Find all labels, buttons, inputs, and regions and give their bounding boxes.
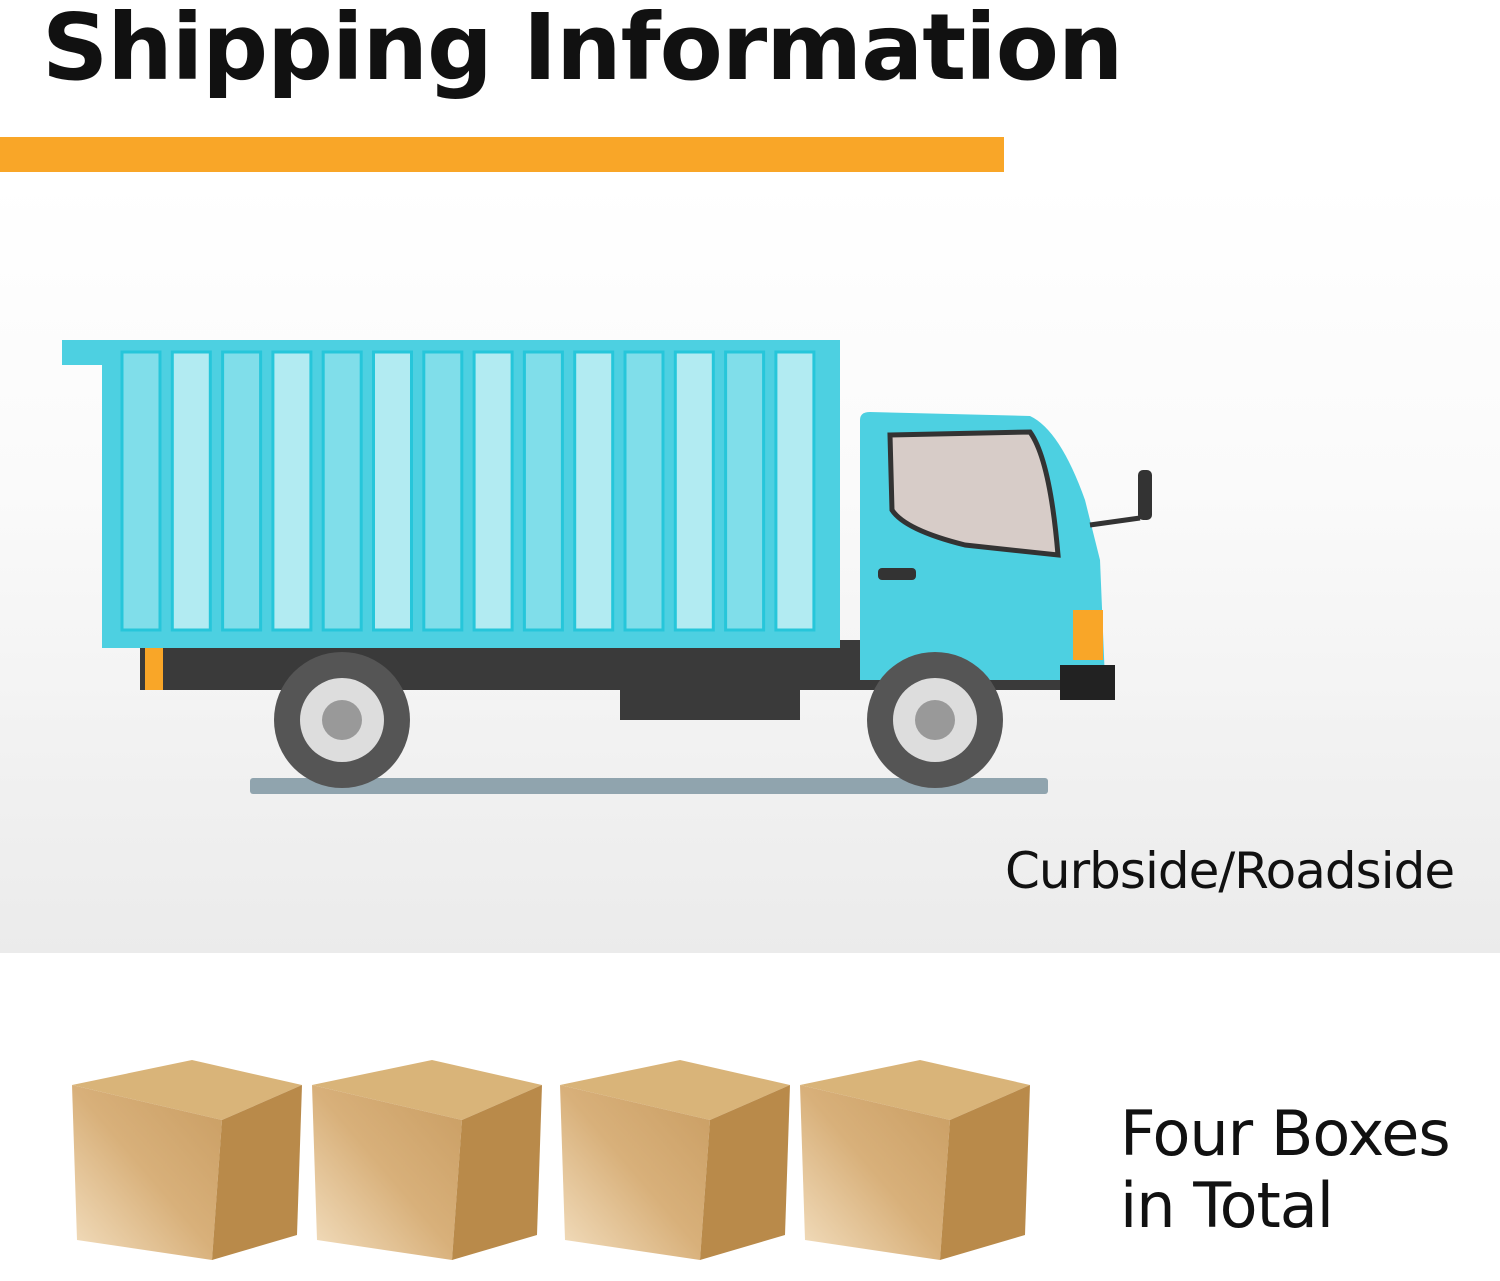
cargo-slat bbox=[170, 350, 212, 632]
cargo-slat bbox=[472, 350, 514, 632]
delivery-caption: Curbside/Roadside bbox=[1005, 842, 1455, 900]
cargo-slat bbox=[673, 350, 715, 632]
box-count-text: Four Boxes in Total bbox=[1120, 1097, 1451, 1242]
box-count-line1: Four Boxes bbox=[1120, 1097, 1451, 1170]
cargo-slat bbox=[221, 350, 263, 632]
page-title: Shipping Information bbox=[42, 0, 1123, 101]
cargo-slat bbox=[120, 350, 162, 632]
cargo-slat bbox=[372, 350, 413, 632]
shipping-box bbox=[312, 1060, 542, 1260]
rear-wheel bbox=[274, 652, 410, 788]
cargo-slat bbox=[271, 350, 313, 632]
box-count-line2: in Total bbox=[1120, 1169, 1334, 1242]
cargo-slat bbox=[321, 350, 363, 632]
cargo-slat bbox=[522, 350, 564, 632]
front-wheel bbox=[867, 652, 1003, 788]
cargo-slat bbox=[573, 350, 615, 632]
shipping-box bbox=[560, 1060, 790, 1260]
cargo-slat bbox=[724, 350, 766, 632]
road bbox=[250, 778, 1048, 794]
accent-divider bbox=[0, 137, 1004, 172]
cab-window bbox=[887, 429, 1061, 558]
boxes-illustration bbox=[72, 1060, 1030, 1260]
shipping-box bbox=[72, 1060, 302, 1260]
cargo-slat bbox=[422, 350, 464, 632]
delivery-truck-illustration bbox=[62, 340, 1152, 794]
cargo-slat bbox=[774, 350, 816, 632]
shipping-box bbox=[800, 1060, 1030, 1260]
cargo-slat bbox=[623, 350, 665, 632]
